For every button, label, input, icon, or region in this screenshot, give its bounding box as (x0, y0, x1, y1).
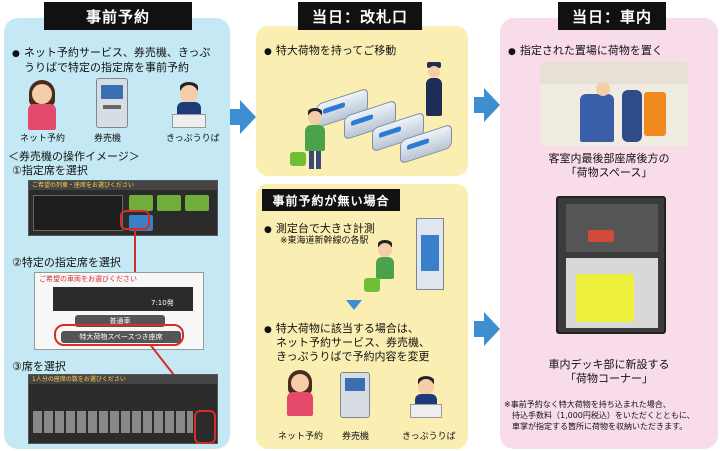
traveler-measuring-illustration (364, 240, 400, 296)
flow-arrow-1 (230, 100, 256, 134)
operation-image-title: ＜券売機の操作イメージ＞ (8, 150, 140, 163)
fee-note-line-1: ※事前予約なく特大荷物を持ち込まれた場合、 (504, 400, 671, 409)
net-reservation-illustration (24, 80, 60, 132)
traveler-with-suitcase (290, 108, 334, 172)
channel-label-office-2: きっぷうりば (402, 432, 456, 442)
channel-label-net: ネット予約 (20, 134, 66, 144)
screen-3-header: 1人分の座席の数をお選びください (29, 375, 217, 384)
luggage-corner-caption-1: 車内デッキ部に新設する (548, 358, 670, 371)
intro-line-1: ネット予約サービス、券売機、きっぷ (12, 46, 211, 61)
no-reservation-title: 事前予約が無い場合 (262, 189, 400, 211)
luggage-corner-caption-2: 「荷物コーナー」 (565, 372, 653, 385)
ticket-office-illustration (172, 82, 206, 130)
channel-label-machine-2: 券売機 (342, 432, 370, 442)
screen-2-luggage-seat-button: 特大荷物スペースつき座席 (61, 331, 181, 343)
advance-reservation-title: 事前予約 (44, 2, 192, 30)
screen-3-highlight (194, 410, 216, 444)
change-line-2: ネット予約サービス、券売機、 (276, 336, 430, 349)
measure-note: ※東海道新幹線の各駅 (280, 236, 369, 246)
step-1-label: ①指定席を選択 (12, 164, 88, 177)
ticket-machine-illustration (96, 78, 128, 128)
intro-line-2: うりばで特定の指定席を事前予約 (24, 61, 189, 74)
change-line-3: きっぷうりばで予約内容を変更 (276, 350, 430, 363)
fee-note: ※事前予約なく特大荷物を持ち込まれた場合、 持込手数料（1,000円税込）をいた… (504, 399, 718, 432)
luggage-corner-illustration (556, 196, 666, 334)
channel-label-machine: 券売機 (94, 134, 122, 144)
station-staff-illustration (424, 62, 444, 116)
luggage-space-caption-1: 客室内最後部座席後方の (548, 152, 670, 165)
screen-2-highlight (54, 324, 184, 346)
gate-instruction: 特大荷物を持ってご移動 (264, 44, 396, 59)
change-line-1: 特大荷物に該当する場合は、 (264, 322, 419, 337)
down-arrow (346, 300, 362, 310)
flow-arrow-2 (474, 88, 500, 122)
step-2-label: ②特定の指定席を選択 (12, 256, 121, 269)
luggage-space-caption-2: 「荷物スペース」 (565, 166, 653, 179)
screen-1-highlight (120, 210, 150, 230)
fee-note-line-3: 車掌が指定する箇所に荷物を収納いただきます。 (512, 422, 688, 431)
step-3-label: ③席を選択 (12, 360, 66, 373)
flow-arrow-3 (474, 312, 500, 346)
screen-2-time: 7:10発 (151, 299, 174, 307)
onboard-instruction: 指定された置場に荷物を置く (508, 44, 663, 59)
machine-screen-1: ご希望の列車・座席をお選びください (28, 180, 218, 236)
ticket-machine-illustration-2 (340, 372, 370, 418)
fee-note-line-2: 持込手数料（1,000円税込）をいただくとともに、 (512, 411, 695, 420)
ticket-office-illustration-2 (410, 376, 442, 420)
net-reservation-illustration-2 (284, 370, 316, 418)
flow-line-1 (134, 230, 136, 272)
luggage-space-illustration (540, 62, 688, 146)
gate-title: 当日：改札口 (298, 2, 422, 30)
onboard-title: 当日：車内 (558, 2, 666, 30)
measure-line: 測定台で大きさ計測 (264, 222, 375, 237)
measuring-stand-illustration (416, 218, 444, 290)
machine-screen-3: 1人分の座席の数をお選びください (28, 374, 218, 444)
screen-1-header: ご希望の列車・座席をお選びください (29, 181, 217, 190)
channel-label-office: きっぷうりば (166, 134, 220, 144)
channel-label-net-2: ネット予約 (278, 432, 324, 442)
